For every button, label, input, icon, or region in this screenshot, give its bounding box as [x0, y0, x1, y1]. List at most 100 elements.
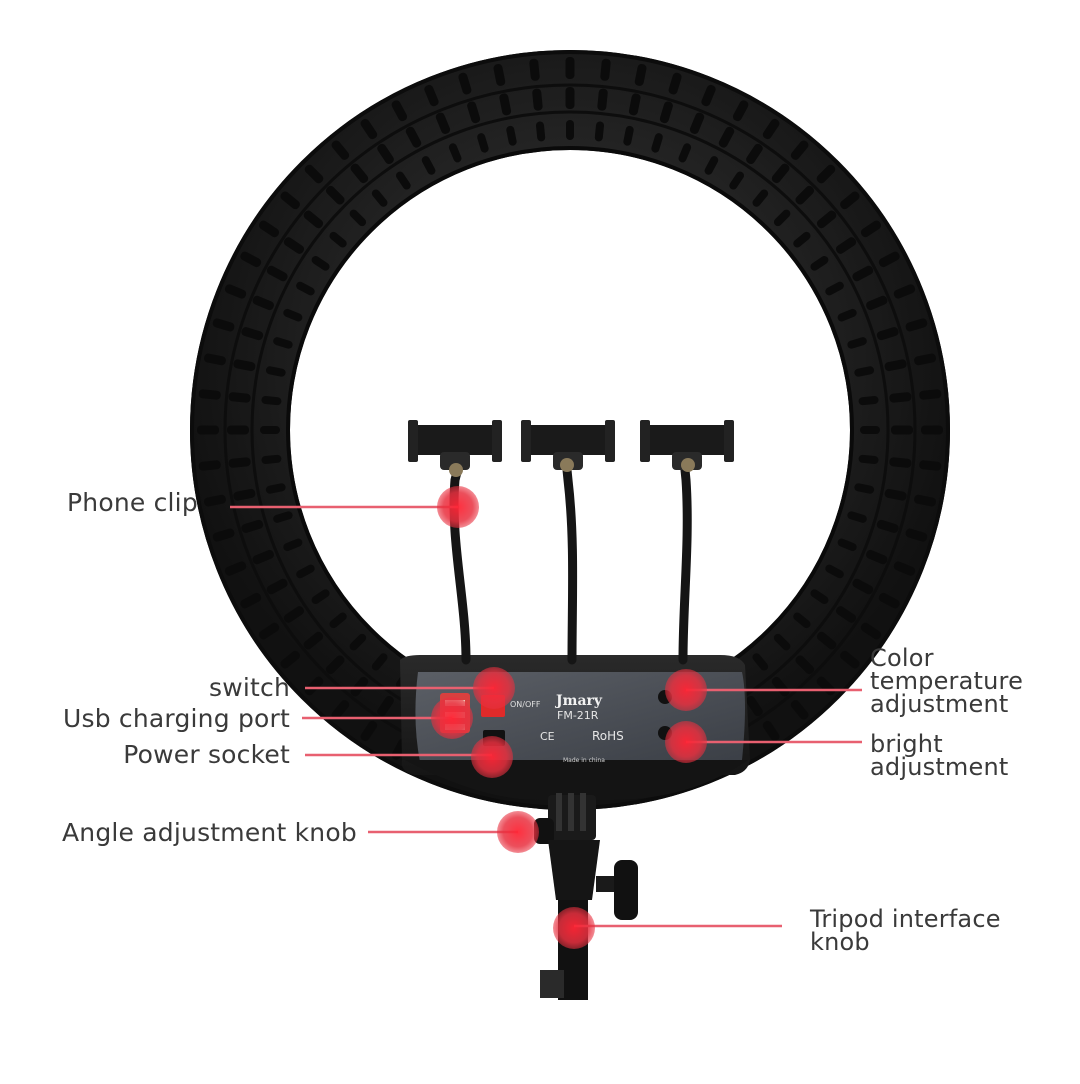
ring-rib [329, 612, 347, 629]
ring-rib [529, 58, 540, 81]
brand-text: Jmary [554, 693, 603, 709]
ring-rib [847, 337, 867, 349]
ring-rib [866, 295, 888, 311]
ring-rib [260, 426, 280, 434]
ring-rib [349, 209, 367, 227]
ring-rib [273, 511, 293, 523]
ring-rib [198, 460, 221, 471]
ring-rib [914, 353, 937, 366]
ring-rib [889, 457, 912, 468]
ring-rib [350, 676, 369, 697]
ring-rib [793, 612, 811, 629]
ring-rib [240, 592, 262, 609]
ring-rib [265, 366, 286, 377]
ring-rib [458, 72, 472, 95]
ring-rib [732, 100, 749, 122]
ring-rib [266, 265, 288, 282]
made-in-text: Made in china [563, 757, 605, 764]
phone-clip-right [640, 420, 734, 472]
ring-rib [203, 353, 226, 366]
ring-rib [233, 359, 256, 372]
ring-rib [350, 163, 369, 184]
ring-rib [795, 655, 815, 675]
tripod-lock-knob-icon [614, 860, 638, 920]
ring-rib [623, 125, 634, 146]
ring-rib [919, 389, 942, 400]
marker-tripod-knob [553, 907, 595, 949]
ring-rib [837, 308, 857, 322]
ring-rib [233, 488, 256, 501]
ring-rib [878, 592, 900, 609]
ring-rib [628, 93, 641, 116]
ring-rib [212, 318, 235, 332]
ring-rib [280, 650, 300, 669]
ring-rib [825, 281, 844, 296]
ring-rib [825, 564, 844, 579]
ring-rib [858, 454, 879, 464]
ring-rib [597, 88, 608, 111]
ring-rib [266, 578, 288, 595]
ring-rib [303, 210, 324, 229]
marker-switch [473, 667, 515, 709]
label-power-socket: Power socket [123, 740, 290, 769]
ring-rib [594, 121, 604, 142]
ring-rib [889, 392, 912, 403]
label-tripod-knob: Tripod interface knob [810, 905, 1001, 956]
ring-rib [532, 88, 543, 111]
ring-rib [816, 210, 837, 229]
ring-rib [771, 163, 790, 184]
ring-rib [261, 454, 282, 464]
ring-rib [837, 538, 857, 552]
ring-rib [360, 118, 378, 140]
ring-rib [283, 606, 305, 623]
phone-clip-middle [521, 420, 615, 472]
label-usb-port: Usb charging port [62, 704, 290, 733]
phone-clip-left [408, 420, 502, 477]
ring-rib [377, 695, 394, 717]
ring-rib [858, 396, 879, 406]
angle-knob-icon [534, 818, 554, 844]
ring-rib [371, 189, 388, 207]
ring-rib [280, 191, 300, 210]
ring-rib [228, 392, 251, 403]
ring-rib [197, 425, 219, 435]
ring-rib [227, 425, 249, 435]
ring-rib [224, 561, 247, 576]
ring-rib [752, 653, 769, 671]
ring-rib [283, 308, 303, 322]
ring-rib [893, 284, 916, 299]
ring-rib [325, 655, 345, 675]
ring-rib [506, 125, 517, 146]
ring-rib [265, 483, 286, 494]
rohs-mark: RoHS [592, 729, 624, 743]
ring-rib [600, 58, 611, 81]
ring-rib [325, 185, 345, 205]
ring-rib [634, 63, 647, 86]
phone-clips [408, 420, 734, 665]
ring-rib [701, 84, 716, 107]
ring-rib [729, 171, 745, 190]
ring-rib [746, 143, 763, 165]
label-color-temp: Color temperature adjustment [870, 644, 1024, 718]
ring-rib [258, 220, 280, 238]
ring-rib [919, 460, 942, 471]
ring-rib [884, 488, 907, 501]
ring-rib [331, 140, 350, 160]
ring-rib [752, 189, 769, 207]
ring-rib [835, 237, 857, 254]
ring-rib [371, 653, 388, 671]
ring-rib [659, 101, 673, 124]
ring-rib [878, 251, 900, 268]
ring-rib [835, 606, 857, 623]
ring-rib [795, 185, 815, 205]
ring-rib [405, 126, 422, 148]
ring-rib [771, 676, 790, 697]
ring-rib [854, 483, 875, 494]
ring-rib [296, 281, 315, 296]
ring-rib [893, 561, 916, 576]
ring-rib [866, 549, 888, 565]
ring-rib [203, 494, 226, 507]
marker-phone-clip [437, 486, 479, 528]
ring-rib [860, 426, 880, 434]
